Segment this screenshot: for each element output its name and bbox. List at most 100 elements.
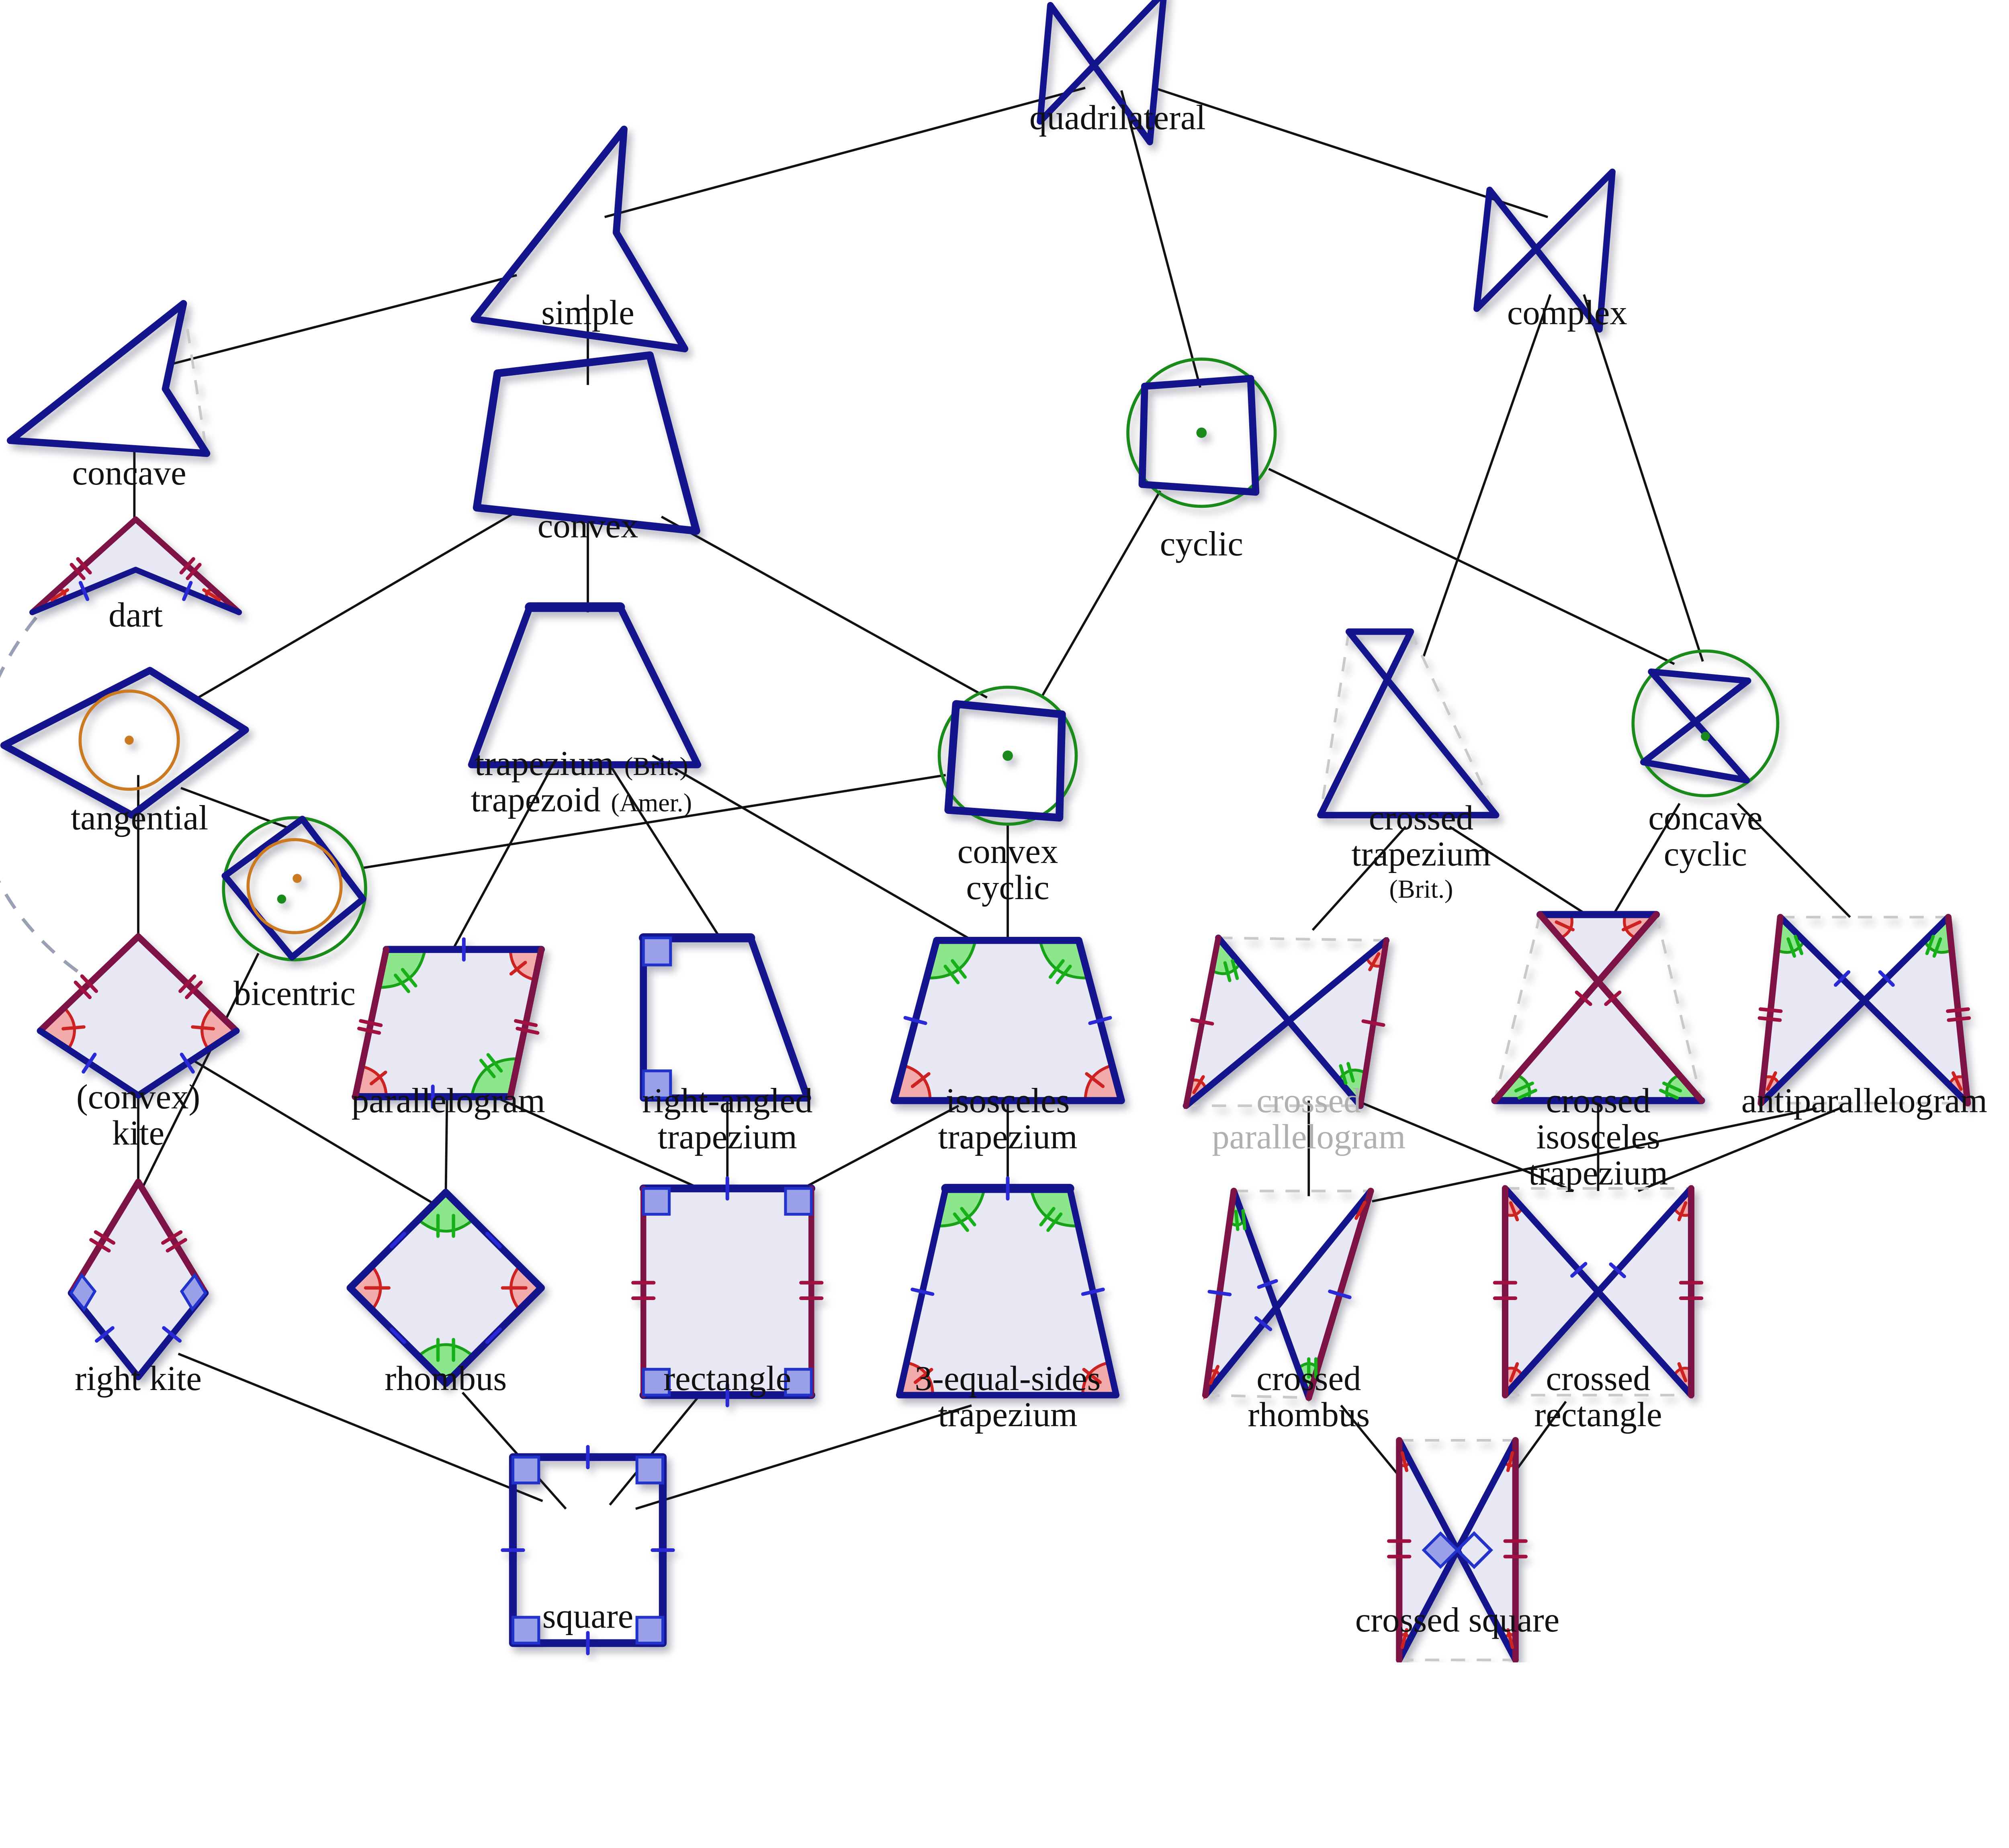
edge-rhombus-square	[461, 1392, 567, 1510]
edge-simple-concave	[170, 274, 517, 366]
node-crossed-trapezium-label-line1: crossed	[1369, 798, 1473, 837]
node-square-label: square	[542, 1597, 634, 1635]
node-crossed-parallelogram-glyph	[1182, 934, 1390, 1110]
edge-quadrilateral-cyclic	[1120, 90, 1201, 388]
node-complex-label: complex	[1507, 293, 1627, 332]
node-three-equal-sides-trapezium-label-line1: 3-equal-sides	[915, 1359, 1101, 1398]
node-concave-cyclic-label-line1: concave	[1648, 798, 1762, 837]
edge-bicentric-right-kite	[141, 953, 260, 1189]
edge-crossed-trapezium-crossed-parallelogram	[1311, 826, 1407, 931]
edge-right-kite-square	[178, 1353, 543, 1503]
right-angle-marker	[642, 1069, 672, 1100]
node-square-glyph	[501, 1445, 675, 1656]
edge-rectangle-square	[609, 1397, 699, 1506]
node-convex-cyclic-glyph	[937, 685, 1078, 826]
node-rhombus-label: rhombus	[385, 1359, 507, 1398]
circumcircle	[222, 816, 367, 961]
node-complex-glyph	[1473, 168, 1616, 333]
node-three-equal-sides-trapezium-glyph	[896, 1176, 1120, 1398]
node-crossed-parallelogram-label-line2: parallelogram	[1212, 1118, 1405, 1156]
node-trapezium-glyph	[468, 602, 702, 769]
edge-quadrilateral-complex	[1153, 86, 1548, 218]
edge-convex-convex-cyclic	[661, 515, 988, 699]
node-right-angled-trapezium-label-line2: trapezium	[658, 1118, 797, 1156]
node-crossed-parallelogram-label-line1: crossed	[1256, 1081, 1361, 1120]
node-trapezium-label-line1: trapezium(Brit.)	[475, 744, 688, 783]
node-parallelogram-glyph	[352, 937, 545, 1109]
edge-parallelogram-rectangle	[497, 1097, 706, 1192]
edge-cyclic-concave-cyclic	[1268, 468, 1675, 665]
circumcircle	[1126, 358, 1277, 508]
quadrilateral-taxonomy-diagram: quadrilateral simple complex concave con…	[0, 0, 1987, 1663]
right-angle-marker	[635, 1456, 665, 1484]
node-crossed-trapezium-label-line2: trapezium	[1351, 834, 1491, 873]
right-angle-marker	[180, 1273, 207, 1312]
node-crossed-trapezium-label-note: (Brit.)	[1389, 875, 1453, 904]
node-right-angled-trapezium-label-line1: right-angled	[642, 1081, 812, 1120]
node-isosceles-trapezium-label-line1: isosceles	[946, 1081, 1070, 1120]
circumcircle	[1631, 649, 1780, 797]
node-crossed-isosceles-trapezium-glyph	[1491, 911, 1705, 1104]
node-crossed-rectangle-label-line1: crossed	[1546, 1359, 1650, 1398]
edge-cyclic-convex-cyclic	[1040, 490, 1161, 698]
node-crossed-square-label: crossed square	[1355, 1601, 1560, 1639]
node-cyclic-glyph	[1126, 358, 1277, 508]
edge-layer	[0, 86, 1851, 1538]
right-angle-marker	[784, 1368, 813, 1397]
node-quadrilateral-label: quadrilateral	[1029, 98, 1206, 137]
edge-trapezium-right-angled	[609, 764, 720, 936]
right-angle-marker	[69, 1273, 97, 1312]
right-angle-marker	[642, 936, 672, 967]
circumcircle	[937, 685, 1078, 826]
node-rectangle-label: rectangle	[663, 1359, 791, 1398]
node-bicentric-label: bicentric	[233, 974, 356, 1013]
node-isosceles-trapezium-label-line2: trapezium	[938, 1118, 1078, 1156]
node-antiparallelogram-glyph	[1757, 914, 1971, 1107]
node-kite-glyph	[37, 933, 240, 1099]
edge-trapezium-isosceles	[652, 754, 978, 944]
right-angle-marker	[642, 1368, 671, 1397]
label-layer: quadrilateral simple complex concave con…	[71, 98, 1987, 1639]
edge-concave-cyclic-crossed-isosceles	[1614, 803, 1681, 913]
node-simple-glyph	[471, 125, 689, 353]
edge-trapezium-parallelogram	[451, 764, 554, 951]
node-bicentric-glyph	[221, 816, 367, 961]
edge-convex-tangential	[193, 510, 518, 701]
node-convex-glyph	[473, 351, 700, 535]
node-dart-label: dart	[108, 595, 163, 634]
node-concave-glyph	[6, 300, 211, 457]
edge-crossed-trapezium-crossed-isosceles	[1449, 826, 1588, 916]
edge-kite-rhombus	[190, 1058, 435, 1205]
node-rectangle-glyph	[631, 1176, 824, 1407]
node-crossed-rectangle-glyph	[1493, 1185, 1704, 1399]
node-concave-cyclic-glyph	[1631, 649, 1780, 797]
node-crossed-rhombus-glyph	[1202, 1188, 1374, 1402]
incircle	[78, 689, 180, 791]
node-quadrilateral-glyph	[1037, 0, 1167, 145]
edge-dart-kite-dashed	[0, 616, 79, 973]
node-crossed-isosceles-trapezium-label-line3: trapezium	[1528, 1154, 1668, 1192]
node-kite-label-line1: (convex)	[76, 1077, 200, 1116]
node-crossed-rhombus-label-line1: crossed	[1256, 1359, 1361, 1398]
right-angle-marker	[1455, 1531, 1493, 1569]
node-convex-cyclic-label-line1: convex	[957, 832, 1058, 871]
node-dart-glyph	[29, 516, 242, 615]
node-kite-label-line2: kite	[112, 1114, 164, 1152]
node-isosceles-trapezium-glyph	[890, 936, 1125, 1104]
node-convex-label: convex	[538, 507, 638, 545]
node-antiparallelogram-label: antiparallelogram	[1741, 1081, 1987, 1120]
right-angle-marker	[511, 1616, 540, 1645]
node-rhombus-glyph	[346, 1188, 545, 1387]
right-angle-marker	[784, 1187, 813, 1216]
node-tangential-label: tangential	[71, 798, 208, 837]
right-angle-marker	[642, 1187, 671, 1216]
node-right-kite-label: right kite	[75, 1359, 202, 1398]
edge-crossed-parallelogram-crossed-rectangle	[1350, 1097, 1574, 1192]
edge-complex-concave-cyclic	[1583, 294, 1704, 662]
node-tangential-glyph	[0, 666, 249, 819]
node-three-equal-sides-trapezium-label-line2: trapezium	[938, 1395, 1078, 1434]
node-convex-cyclic-label-line2: cyclic	[966, 868, 1049, 907]
node-crossed-trapezium-glyph	[1317, 628, 1500, 818]
node-parallelogram-label: parallelogram	[352, 1081, 545, 1120]
incircle	[246, 838, 343, 934]
